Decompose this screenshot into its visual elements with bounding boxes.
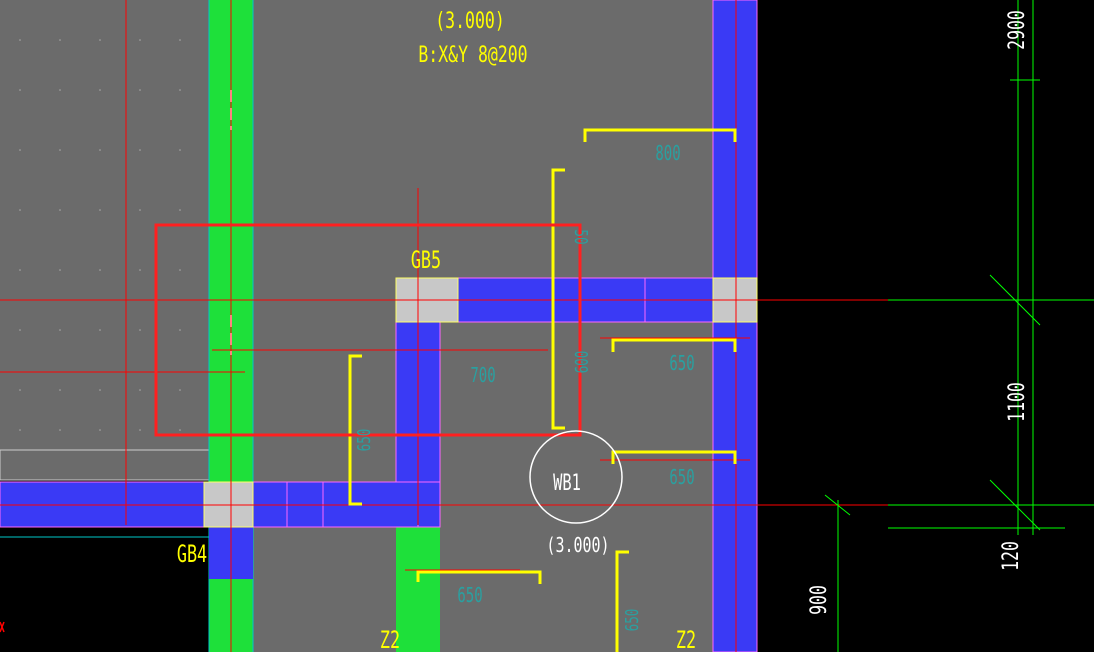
slab-elevation-label: (3.000) (435, 8, 505, 34)
rebar-length-650-b: 650 (669, 467, 694, 490)
wb1-marker (529, 430, 623, 524)
slab-elevation-wb1: (3.000) (546, 535, 609, 558)
rebar-length-800: 800 (655, 143, 680, 166)
dim-1100: 1100 (1004, 382, 1030, 422)
rebar-length-650-a: 650 (669, 353, 694, 376)
column-label-z2-left: Z2 (380, 626, 400, 652)
column-label-z2-right: Z2 (676, 626, 696, 652)
slab-lower-right (440, 520, 715, 652)
dimension-lines (824, 0, 1094, 652)
beam-label-gb5: GB5 (411, 246, 441, 274)
column-strip-bottom (396, 525, 440, 652)
beam-right-vertical (712, 0, 758, 652)
slab-left (0, 0, 215, 475)
rebar-length-vertical-3: 650 (354, 429, 375, 452)
hatch-dots (19, 39, 181, 431)
beam-label-gb4: GB4 (177, 540, 207, 568)
slab-rebar-label: B:X&Y 8@200 (418, 42, 527, 68)
selection-highlight[interactable] (154, 223, 582, 437)
rebar-length-650-c: 650 (457, 585, 482, 608)
dim-2900: 2900 (1004, 10, 1030, 50)
rebar-length-vertical-4: 650 (622, 609, 643, 632)
rebar-length-vertical-2: 009 (570, 351, 591, 374)
rebar-length-700: 700 (470, 365, 495, 388)
slab-label-wb1: WB1 (553, 470, 581, 495)
axis-lines (0, 0, 890, 652)
dim-120: 120 (998, 541, 1024, 571)
rebar-length-vertical-1: 50 (570, 229, 591, 244)
rebar-marks (348, 128, 737, 652)
slab-lower-left (0, 449, 231, 481)
dim-900: 900 (806, 585, 832, 615)
